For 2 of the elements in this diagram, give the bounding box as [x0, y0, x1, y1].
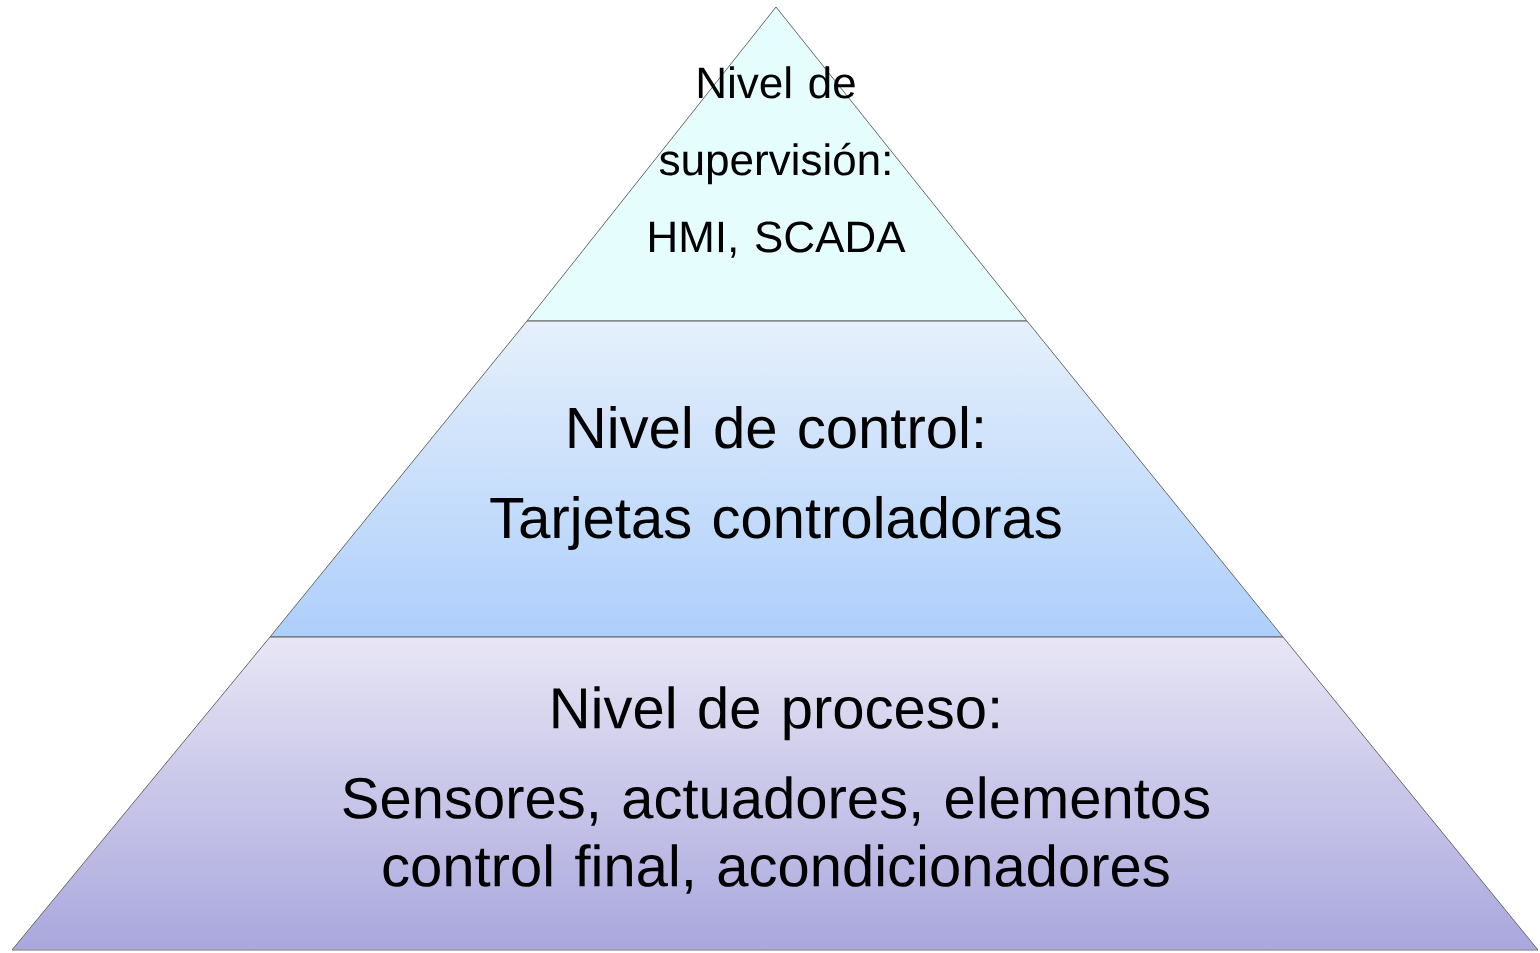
- pyramid-level: Nivel de supervisión: HMI, SCADA: [526, 6, 1028, 322]
- pyramid-level: Nivel de proceso: Sensores, actuadores, elementos control final, acondicionadores: [11, 636, 1539, 951]
